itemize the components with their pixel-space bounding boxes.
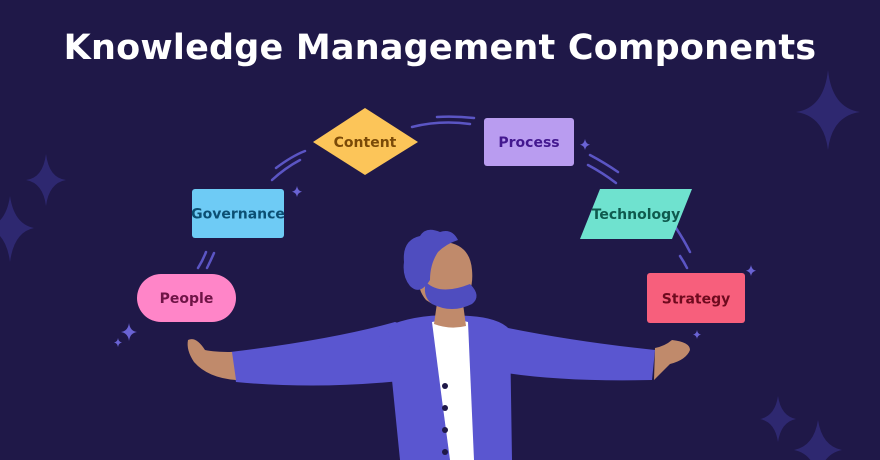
person-illustration	[187, 229, 690, 460]
sparkle-icon	[693, 330, 701, 339]
sparkle-icon	[746, 265, 756, 276]
sparkle-icon	[26, 154, 66, 206]
arc-segment	[588, 153, 620, 174]
background-sparkles	[0, 70, 860, 460]
node-process: Process	[484, 118, 574, 166]
arc-segment	[674, 226, 692, 254]
sparkle-icon	[580, 139, 590, 150]
arc-segment	[274, 149, 307, 170]
arc-segment	[678, 254, 689, 270]
node-label-governance: Governance	[191, 207, 285, 223]
sparkle-icon	[292, 186, 302, 197]
jacket-button	[442, 383, 448, 389]
hair	[403, 229, 458, 290]
node-label-people: People	[160, 291, 214, 307]
beard	[424, 282, 477, 309]
node-people: People	[137, 274, 236, 322]
arc-segment	[196, 250, 208, 270]
arc-segment	[435, 115, 476, 120]
right-arm	[480, 322, 655, 381]
sparkle-icon	[794, 420, 842, 460]
right-hand	[654, 340, 690, 380]
accent-sparkles	[114, 139, 756, 347]
left-arm	[230, 322, 420, 386]
sparkle-icon	[121, 323, 137, 341]
sparkle-icon	[760, 396, 796, 442]
arc-segment	[586, 163, 618, 185]
node-strategy: Strategy	[647, 273, 745, 323]
node-label-strategy: Strategy	[662, 292, 730, 308]
jacket-button	[442, 427, 448, 433]
page-title: Knowledge Management Components	[63, 28, 817, 68]
arc-segment	[270, 158, 302, 182]
node-label-content: Content	[334, 135, 397, 151]
node-governance: Governance	[191, 189, 285, 238]
left-hand	[187, 339, 236, 380]
node-label-technology: Technology	[592, 207, 681, 223]
arc-segment	[205, 251, 216, 270]
sparkle-icon	[0, 196, 34, 262]
sparkle-icon	[114, 338, 122, 347]
shirt	[432, 320, 474, 460]
motion-arcs	[196, 115, 692, 270]
jacket-button	[442, 449, 448, 455]
arc-segment	[410, 121, 472, 129]
jacket-button	[442, 405, 448, 411]
node-content: Content	[313, 108, 418, 175]
node-label-process: Process	[498, 135, 559, 151]
sparkle-icon	[796, 70, 860, 150]
node-technology: Technology	[580, 189, 692, 239]
